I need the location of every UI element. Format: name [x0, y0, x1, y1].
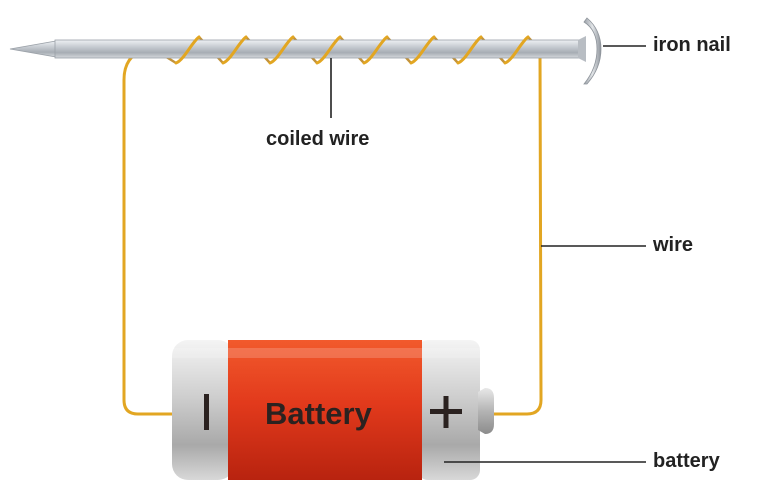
label-battery: battery — [653, 450, 720, 472]
circuit-wire — [122, 46, 177, 416]
battery-text: Battery — [265, 396, 372, 431]
battery-icon — [172, 340, 494, 480]
label-iron-nail: iron nail — [653, 34, 731, 56]
coiled-wire — [174, 35, 530, 65]
label-wire: wire — [653, 234, 694, 256]
circuit-wire-right — [486, 48, 543, 416]
iron-nail-icon — [9, 17, 602, 85]
label-coiled-wire: coiled wire — [266, 128, 370, 150]
positive-terminal-symbol-v — [443, 396, 449, 428]
negative-terminal-symbol — [204, 394, 209, 430]
